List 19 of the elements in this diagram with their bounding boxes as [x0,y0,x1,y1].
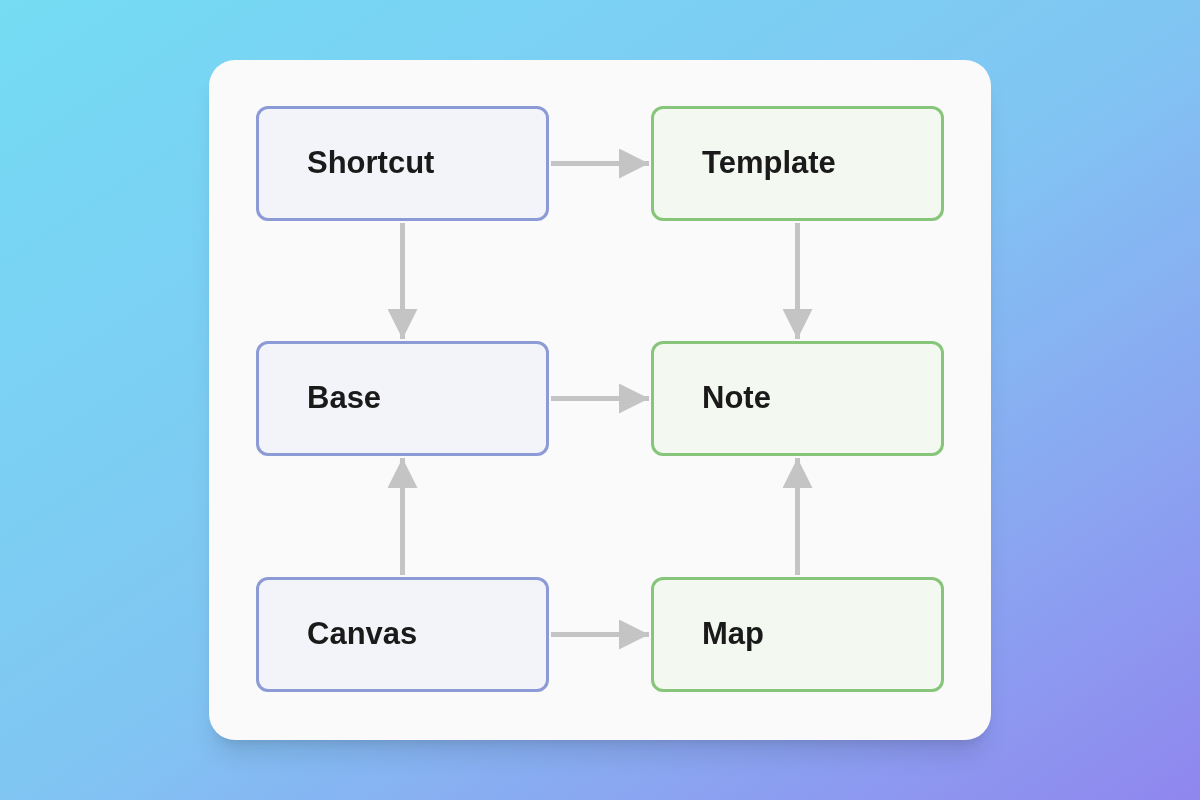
process-box [256,341,549,456]
process-box [256,577,549,692]
box-label: Note [702,379,772,418]
arrow [387,223,418,339]
arrow [387,458,418,575]
arrow [782,223,813,339]
process-box [651,577,944,692]
box-label: Template [702,144,837,183]
arrow [782,458,813,575]
process-box [651,341,944,456]
arrow [551,148,649,179]
arrow [551,383,649,414]
box-label: Shortcut [307,144,436,183]
box-label: Base [307,379,383,418]
box-label: Canvas [307,615,419,654]
box-label: Map [702,615,765,654]
arrow [551,619,649,650]
process-box [651,106,944,221]
process-box [256,106,549,221]
